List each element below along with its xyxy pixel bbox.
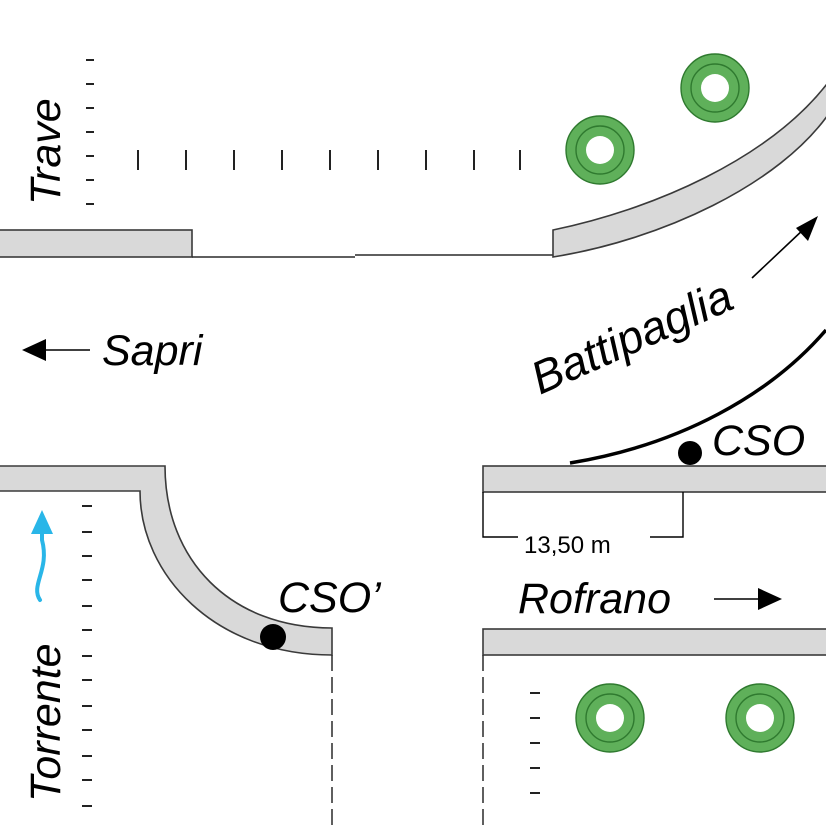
label-cso: CSO bbox=[712, 417, 805, 465]
southeast-ticks bbox=[530, 692, 540, 794]
label-battipaglia: Battipaglia bbox=[523, 269, 740, 404]
cso-prime-point-marker bbox=[260, 624, 286, 650]
tree-icon bbox=[725, 683, 795, 753]
sapri-arrow-icon bbox=[22, 339, 90, 361]
tree-icon bbox=[565, 115, 635, 185]
southeast-lower-sidewalk bbox=[482, 628, 826, 656]
tree-icon bbox=[575, 683, 645, 753]
battipaglia-arrow-icon bbox=[751, 216, 818, 279]
label-torrente: Torrente bbox=[22, 643, 70, 802]
southeast-upper-sidewalk bbox=[482, 465, 826, 493]
northwest-block: Trave bbox=[0, 59, 553, 258]
northeast-block: Battipaglia bbox=[523, 53, 826, 404]
label-rofrano: Rofrano bbox=[518, 575, 671, 623]
cso-pipe-curve bbox=[569, 328, 826, 465]
distance-dimension: 13,50 m bbox=[482, 492, 684, 559]
southeast-block: CSO 13,50 m Rofrano bbox=[482, 328, 826, 826]
tree-icon bbox=[680, 53, 750, 123]
sapri-direction: Sapri bbox=[22, 327, 204, 375]
label-trave: Trave bbox=[22, 98, 70, 205]
northeast-curved-sidewalk bbox=[552, 83, 826, 258]
label-cso-prime: CSO’ bbox=[278, 574, 382, 622]
trave-boundary-ticks bbox=[86, 59, 94, 205]
southwest-block: Torrente CSO’ bbox=[0, 465, 382, 826]
cso-point-marker bbox=[678, 441, 702, 465]
north-tick-row bbox=[137, 150, 521, 170]
southwest-curved-sidewalk bbox=[0, 465, 333, 656]
torrente-boundary-ticks bbox=[82, 505, 92, 807]
stream-flow-arrow-icon bbox=[31, 510, 53, 602]
label-distance: 13,50 m bbox=[524, 532, 611, 559]
rofrano-arrow-icon bbox=[714, 588, 782, 610]
label-sapri: Sapri bbox=[102, 327, 204, 375]
northwest-sidewalk bbox=[0, 229, 193, 258]
